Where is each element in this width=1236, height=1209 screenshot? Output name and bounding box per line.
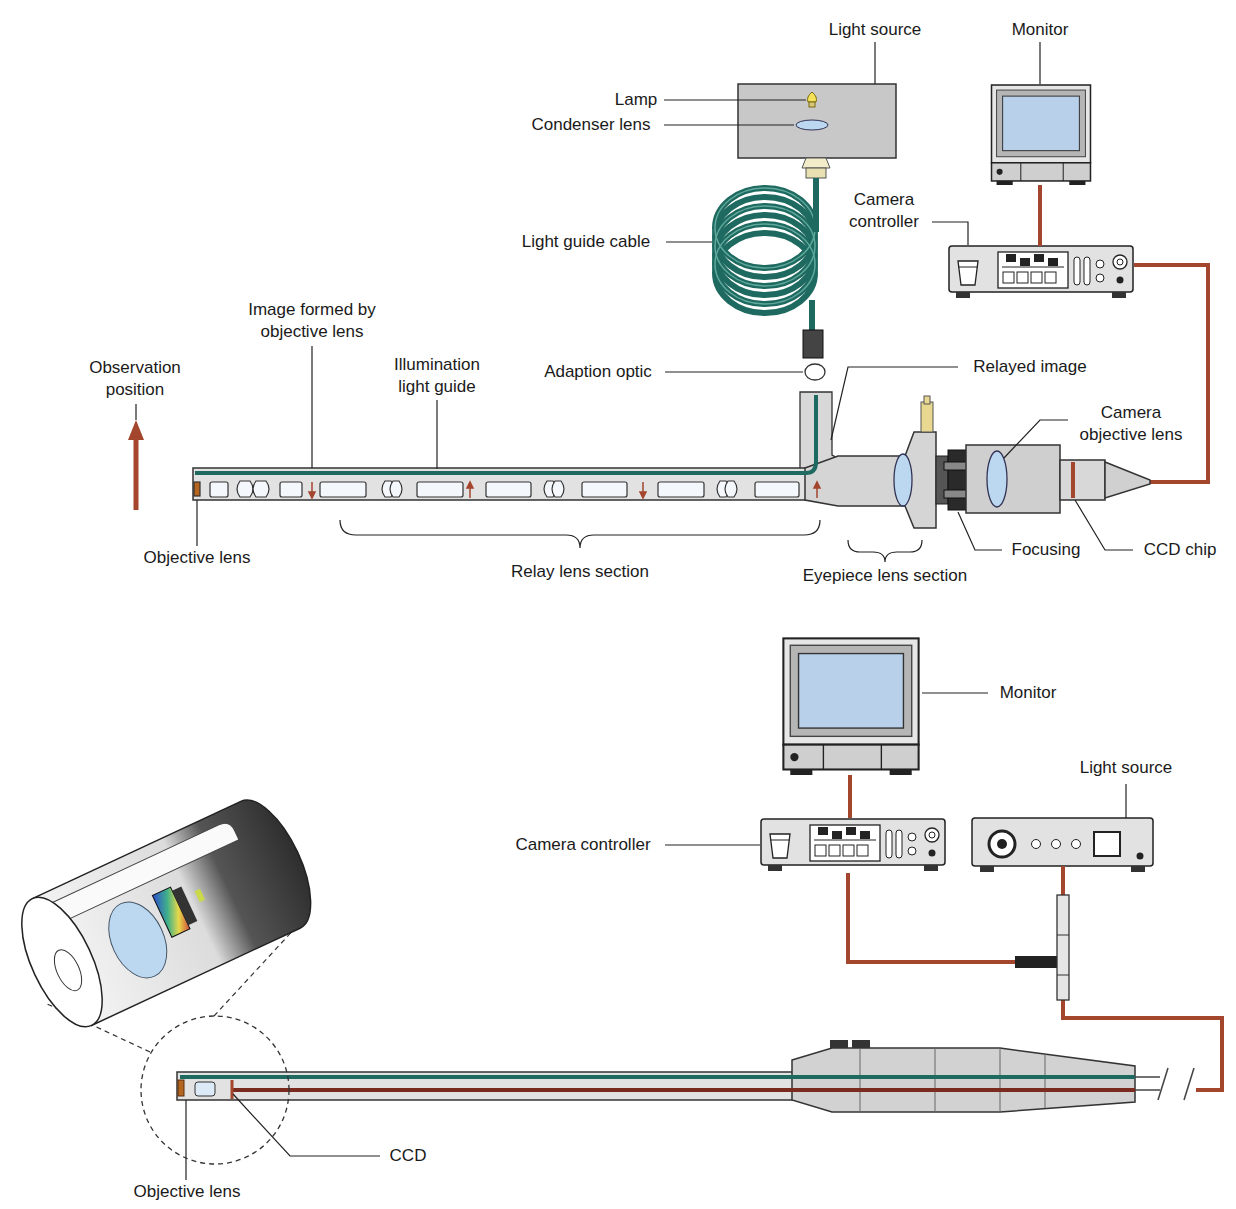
part-label: Condenser lens: [531, 114, 650, 136]
part-label: Monitor: [1000, 682, 1057, 704]
part-label: Light source: [1080, 757, 1173, 779]
part-label: Light source: [829, 19, 922, 41]
part-label: Relayed image: [973, 356, 1086, 378]
part-label: Objective lens: [144, 547, 251, 569]
part-label: Adaption optic: [544, 361, 652, 383]
part-label: Camera controller: [515, 834, 650, 856]
part-label: Light guide cable: [522, 231, 651, 253]
part-label: Image formed by objective lens: [237, 299, 387, 343]
part-label: Focusing: [1012, 539, 1081, 561]
part-label: Objective lens: [134, 1181, 241, 1203]
part-label: Observation position: [75, 357, 195, 401]
part-label: Eyepiece lens section: [803, 565, 967, 587]
part-label: Relay lens section: [511, 561, 649, 583]
part-label: Monitor: [1012, 19, 1069, 41]
part-label: Lamp: [615, 89, 658, 111]
part-label: Illumination light guide: [382, 354, 492, 398]
part-label: CCD chip: [1144, 539, 1217, 561]
part-label: Camera objective lens: [1069, 402, 1194, 446]
part-label: CCD: [390, 1145, 427, 1167]
part-label: Camera controller: [834, 189, 934, 233]
